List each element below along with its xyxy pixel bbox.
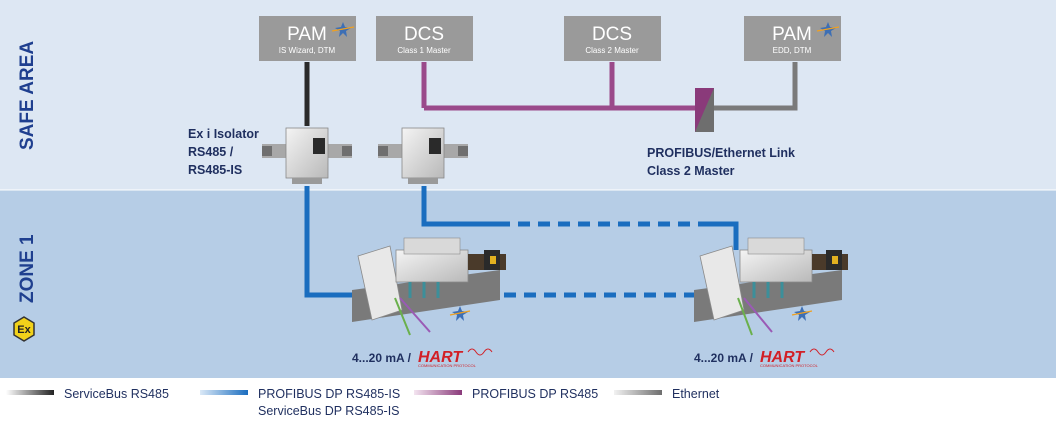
- isolator-label-line3: RS485-IS: [188, 163, 242, 177]
- box-title: DCS: [592, 24, 632, 45]
- dcs-box-class1[interactable]: DCS Class 1 Master: [376, 16, 473, 61]
- isolator-device-right[interactable]: [378, 127, 468, 184]
- box-title: DCS: [404, 24, 444, 45]
- link-label-line2: Class 2 Master: [647, 164, 735, 178]
- isolator-label-line1: Ex i Isolator: [188, 127, 259, 141]
- isolator-label-line2: RS485 /: [188, 145, 234, 159]
- box-subtitle: EDD, DTM: [773, 46, 812, 55]
- hart-logo-subtitle: COMMUNICATION PROTOCOL: [418, 363, 477, 368]
- remote-io-station-right[interactable]: [694, 237, 848, 336]
- ethernet-lines: [708, 62, 798, 111]
- remote-io-station-left[interactable]: [352, 237, 506, 336]
- zone1-label: ZONE 1: [17, 234, 38, 303]
- star-icon: [331, 22, 355, 37]
- hart-logo-subtitle: COMMUNICATION PROTOCOL: [760, 363, 819, 368]
- dcs-box-class2[interactable]: DCS Class 2 Master: [564, 16, 661, 61]
- legend: ServiceBus RS485 PROFIBUS DP RS485-IS Se…: [6, 387, 720, 418]
- legend-label-secondary: ServiceBus DP RS485-IS: [258, 404, 400, 418]
- ex-symbol-text: Ex: [17, 324, 31, 336]
- legend-item-ethernet: Ethernet: [614, 387, 720, 401]
- safe-area-background: [0, 0, 1056, 190]
- pam-box-right[interactable]: PAM EDD, DTM: [744, 16, 841, 61]
- legend-item-profibus: PROFIBUS DP RS485: [414, 387, 598, 401]
- is-line-right-isolator-station1: [421, 186, 498, 227]
- is-line-to-station2: [700, 221, 739, 250]
- star-icon: [816, 22, 840, 37]
- ex-hazard-icon: Ex: [13, 316, 35, 342]
- hart-logo-left: HART COMMUNICATION PROTOCOL: [418, 348, 493, 368]
- box-subtitle: Class 2 Master: [585, 46, 639, 55]
- legend-label: PROFIBUS DP RS485-IS: [258, 387, 400, 401]
- safe-area-label: SAFE AREA: [17, 41, 38, 150]
- legend-label: PROFIBUS DP RS485: [472, 387, 598, 401]
- box-subtitle: Class 1 Master: [397, 46, 451, 55]
- legend-item-servicebus: ServiceBus RS485: [6, 387, 169, 401]
- isolator-device-left[interactable]: [262, 127, 352, 184]
- link-label-line1: PROFIBUS/Ethernet Link: [647, 146, 795, 160]
- star-icon: [449, 306, 471, 321]
- legend-item-profibus-is: PROFIBUS DP RS485-IS ServiceBus DP RS485…: [200, 387, 400, 418]
- ethernet-line-pam-link: [708, 62, 798, 111]
- signal-label-right: 4...20 mA /: [694, 351, 754, 365]
- hart-logo-text: HART: [418, 349, 463, 366]
- legend-label: Ethernet: [672, 387, 720, 401]
- box-title: PAM: [772, 24, 812, 45]
- star-icon: [791, 306, 813, 321]
- profibus-ethernet-link: [695, 88, 714, 132]
- legend-background: [0, 378, 1056, 429]
- box-subtitle: IS Wizard, DTM: [279, 46, 336, 55]
- zone1-background: [0, 190, 1056, 378]
- profibus-dp-lines: [421, 62, 708, 111]
- box-title: PAM: [287, 24, 327, 45]
- hart-logo-text: HART: [760, 349, 805, 366]
- pam-box-left[interactable]: PAM IS Wizard, DTM: [259, 16, 356, 61]
- signal-label-left: 4...20 mA /: [352, 351, 412, 365]
- legend-label: ServiceBus RS485: [64, 387, 169, 401]
- hart-logo-right: HART COMMUNICATION PROTOCOL: [760, 348, 835, 368]
